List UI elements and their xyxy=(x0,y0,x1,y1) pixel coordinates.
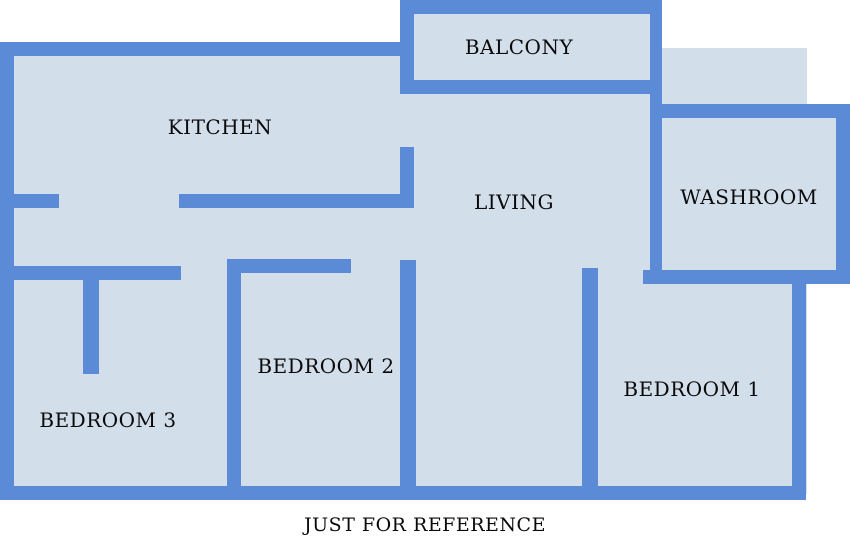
wall-bedroom2-right xyxy=(400,260,416,500)
label-kitchen: KITCHEN xyxy=(168,115,273,139)
wall-kitchen-divider xyxy=(179,194,414,208)
wall-outer-top xyxy=(0,42,414,56)
wall-balcony-bottom xyxy=(400,80,662,94)
label-balcony: BALCONY xyxy=(465,35,574,59)
wall-balcony-left xyxy=(400,0,414,92)
label-bedroom-3: BEDROOM 3 xyxy=(39,408,176,432)
room-labels: BALCONY KITCHEN LIVING WASHROOM BEDROOM … xyxy=(39,35,817,432)
walls xyxy=(0,0,850,500)
wall-bedroom2-top xyxy=(227,259,351,273)
wall-bedroom1-left xyxy=(582,268,598,500)
label-bedroom-1: BEDROOM 1 xyxy=(623,377,760,401)
wall-kitchen-stub xyxy=(14,194,59,208)
label-washroom: WASHROOM xyxy=(680,185,817,209)
wall-balcony-top xyxy=(400,0,662,14)
wall-bedroom2-left xyxy=(227,259,241,500)
wall-living-right xyxy=(650,80,662,276)
floor-washroom xyxy=(655,112,842,278)
floor-balcony xyxy=(407,7,659,87)
wall-washroom-right xyxy=(836,104,850,284)
wall-balcony-right xyxy=(650,0,662,94)
wall-washroom-bottom xyxy=(643,270,850,284)
wall-kitchen-post xyxy=(400,147,414,208)
reference-caption: JUST FOR REFERENCE xyxy=(302,514,546,536)
wall-outer-right xyxy=(792,276,806,500)
label-bedroom-2: BEDROOM 2 xyxy=(257,354,394,378)
wall-bedroom3-closet xyxy=(83,266,99,374)
label-living: LIVING xyxy=(474,190,554,214)
wall-outer-left xyxy=(0,42,14,500)
wall-washroom-top xyxy=(650,104,850,118)
